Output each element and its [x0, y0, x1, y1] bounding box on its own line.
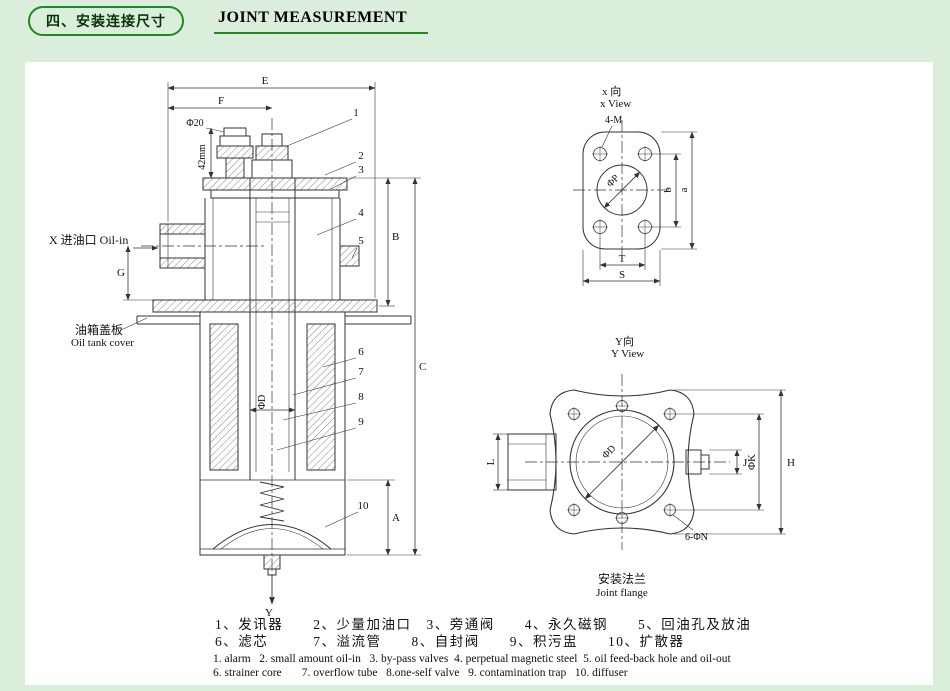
y-view-title-zh: Y向	[615, 334, 634, 348]
dim-A-label: A	[392, 512, 400, 524]
dim-phiP-label: ΦP	[605, 172, 622, 189]
callout-8: 8	[358, 391, 364, 403]
dim-phi20-label: Φ20	[186, 118, 203, 129]
dim-phiD-label: ΦD	[257, 395, 268, 410]
callout-9: 9	[358, 416, 364, 428]
y-dim-phiD-label: ΦD	[600, 443, 618, 461]
y-view-bolt-holes	[567, 400, 677, 524]
x-view-title-zh: x 向	[602, 84, 621, 98]
tank-cover-label-en: Oil tank cover	[71, 337, 134, 349]
callout-leaders	[276, 118, 359, 528]
dim-S-label: S	[619, 269, 625, 281]
callout-6: 6	[358, 346, 364, 358]
main-section-view: E F Φ20 42mm	[49, 75, 426, 619]
legend-zh-line1: 1、发讯器 2、少量加油口 3、旁通阀 4、永久磁钢 5、回油孔及放油	[215, 617, 752, 632]
dim-phiK-label: ΦK	[746, 454, 758, 470]
dim-E-label: E	[262, 75, 269, 87]
callout-7: 7	[358, 366, 364, 378]
dim-a-label: a	[678, 187, 690, 192]
dim-b-label: b	[662, 187, 674, 193]
x-view: x 向 x View 4-M ΦP T S b a	[573, 84, 697, 286]
callout-4: 4	[358, 207, 364, 219]
axis-Y-label: Y	[265, 607, 273, 619]
dim-F-label: F	[218, 95, 224, 107]
callout-5: 5	[358, 235, 364, 247]
x-view-bolt-note: 4-M	[605, 115, 622, 126]
oil-in-label: X 进油口 Oil-in	[49, 233, 128, 247]
technical-drawing: E F Φ20 42mm	[49, 75, 795, 619]
dim-B-label: B	[392, 231, 399, 243]
callout-10: 10	[358, 500, 370, 512]
y-view-caption-en: Joint flange	[596, 587, 648, 599]
callout-2: 2	[358, 150, 364, 162]
drawing-panel: E F Φ20 42mm	[25, 62, 933, 685]
y-view-bolt-note: 6-ΦN	[685, 532, 708, 543]
y-view-caption-zh: 安装法兰	[598, 571, 646, 586]
section-title-pill: 四、安装连接尺寸	[28, 6, 184, 36]
dim-T-label: T	[619, 253, 626, 265]
callout-1: 1	[353, 107, 359, 119]
tank-cover-label-zh: 油箱盖板	[75, 322, 123, 337]
section-title-zh: 四、安装连接尺寸	[46, 15, 166, 30]
dim-L-label: L	[485, 458, 497, 465]
x-view-title-en: x View	[600, 98, 631, 110]
dim-G-label: G	[117, 267, 125, 279]
title-underline	[214, 32, 428, 34]
dim-J-label: J	[743, 457, 748, 469]
legend-en-line1: 1. alarm 2. small amount oil-in 3. by-pa…	[213, 653, 731, 665]
legend-zh-line2: 6、滤芯 7、溢流管 8、自封阀 9、积污盅 10、扩散器	[215, 634, 685, 649]
dim-H-label: H	[787, 457, 795, 469]
y-view-title-en: Y View	[611, 348, 644, 360]
callout-3: 3	[358, 164, 364, 176]
dim-C-label: C	[419, 361, 426, 373]
x-view-bolt-holes	[592, 146, 653, 235]
y-view: Y向 Y View ΦD L	[485, 334, 795, 599]
page-title: JOINT MEASUREMENT	[218, 9, 408, 26]
dim-42mm-label: 42mm	[197, 144, 208, 170]
legend-en-line2: 6. strainer core 7. overflow tube 8.one-…	[213, 667, 628, 679]
